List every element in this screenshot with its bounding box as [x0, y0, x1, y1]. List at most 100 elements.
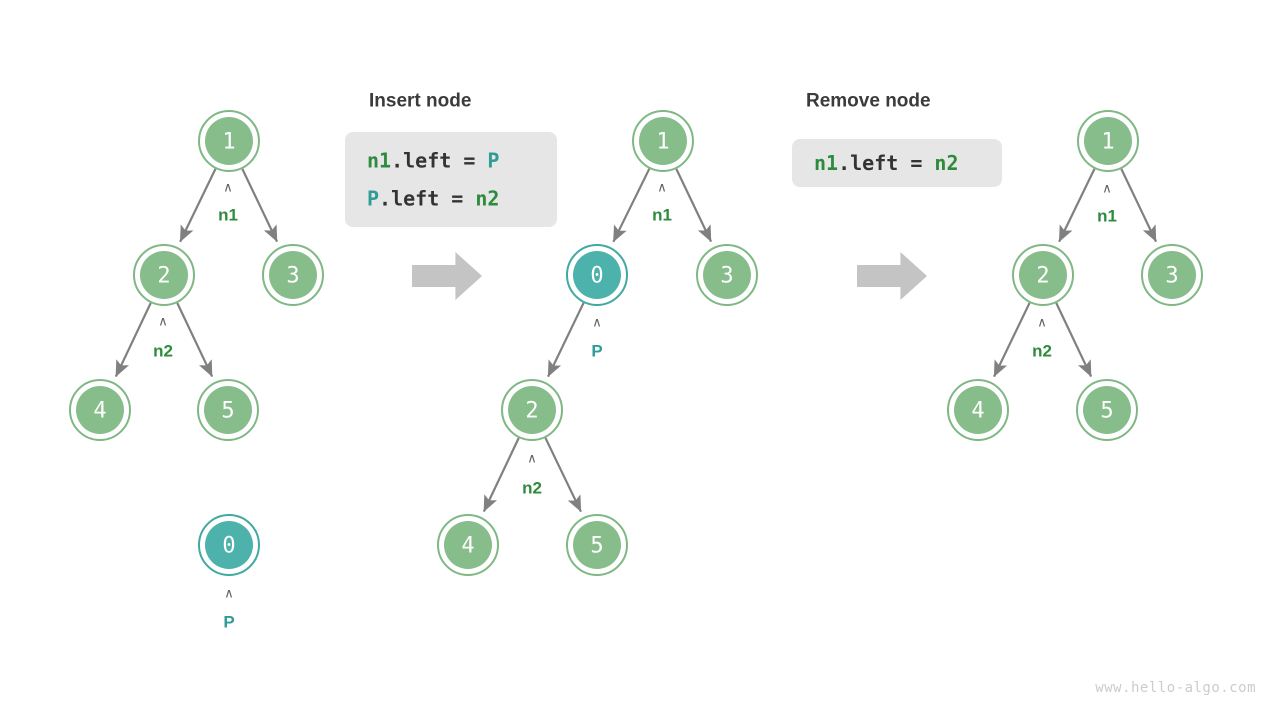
node-value: 0 [222, 534, 235, 559]
node-body [269, 251, 317, 299]
node-body [205, 521, 253, 569]
node-outer-ring [696, 244, 758, 306]
code-token: P [487, 149, 499, 173]
node-outer-ring [69, 379, 131, 441]
tree-node-0: 0 [566, 244, 628, 306]
node-outer-ring [198, 110, 260, 172]
node-body [573, 251, 621, 299]
node-value: 0 [590, 264, 603, 289]
node-value: 1 [222, 130, 235, 155]
pointer-label-n2: n2 [153, 342, 173, 361]
node-outer-ring [566, 244, 628, 306]
node-outer-ring [1012, 244, 1074, 306]
node-outer-ring [501, 379, 563, 441]
pointer-caret-icon: ∧ [527, 452, 537, 467]
node-value: 3 [1165, 264, 1178, 289]
pointer-label-n1: n1 [218, 206, 238, 225]
tree-edge [1055, 302, 1093, 378]
node-outer-ring [133, 244, 195, 306]
pointer-label-P: P [223, 613, 234, 632]
watermark: www.hello-algo.com [1095, 680, 1256, 696]
tree-node-1: 1 [198, 110, 260, 172]
node-value: 1 [1101, 130, 1114, 155]
node-value: 5 [221, 399, 234, 424]
code-box-insert [345, 132, 557, 227]
node-value: 5 [1100, 399, 1113, 424]
node-body [1084, 117, 1132, 165]
node-body [508, 386, 556, 434]
pointer-caret-icon: ∧ [592, 316, 602, 331]
tree-edge [544, 437, 582, 513]
tree-edge [547, 302, 585, 378]
tree-edge [482, 437, 520, 513]
code-token: .left = [391, 149, 487, 173]
tree-edge [612, 168, 651, 243]
pointer-label-n2: n2 [522, 479, 542, 498]
tree-node-4: 4 [437, 514, 499, 576]
node-body [1019, 251, 1067, 299]
tree-node-3: 3 [1141, 244, 1203, 306]
tree-edge [179, 168, 217, 243]
node-outer-ring [566, 514, 628, 576]
code-line: n1.left = n2 [814, 151, 959, 175]
node-body [76, 386, 124, 434]
node-outer-ring [632, 110, 694, 172]
node-outer-ring [262, 244, 324, 306]
node-body [954, 386, 1002, 434]
code-token: .left = [379, 187, 475, 211]
node-outer-ring [197, 379, 259, 441]
tree-edge [1120, 168, 1158, 243]
tree-node-1: 1 [632, 110, 694, 172]
pointer-labels-layer: ∧n1∧n2∧P∧n1∧P∧n2∧n1∧n2 [153, 181, 1117, 632]
node-value: 3 [286, 264, 299, 289]
node-body [204, 386, 252, 434]
code-line: n1.left = P [367, 149, 499, 173]
pointer-label-n1: n1 [652, 206, 672, 225]
node-outer-ring [947, 379, 1009, 441]
tree-node-2: 2 [1012, 244, 1074, 306]
tree-node-5: 5 [566, 514, 628, 576]
code-token: n2 [934, 151, 958, 175]
transition-arrows-layer [412, 252, 927, 300]
code-token: n2 [475, 187, 499, 211]
node-outer-ring [1076, 379, 1138, 441]
tree-node-5: 5 [1076, 379, 1138, 441]
node-body [573, 521, 621, 569]
node-value: 2 [525, 399, 538, 424]
section-title-remove: Remove node [806, 91, 931, 112]
transition-arrow-2 [857, 252, 927, 300]
node-value: 3 [720, 264, 733, 289]
pointer-caret-icon: ∧ [657, 181, 667, 196]
pointer-caret-icon: ∧ [158, 315, 168, 330]
pointer-label-P: P [591, 342, 602, 361]
tree-edge [1058, 168, 1096, 243]
node-value: 4 [93, 399, 106, 424]
tree-node-1: 1 [1077, 110, 1139, 172]
tree-edges-layer [114, 168, 1158, 513]
node-outer-ring [1141, 244, 1203, 306]
tree-node-4: 4 [947, 379, 1009, 441]
code-box-remove [792, 139, 1002, 187]
tree-node-5: 5 [197, 379, 259, 441]
tree-edge [114, 302, 152, 378]
node-value: 5 [590, 534, 603, 559]
node-value: 4 [461, 534, 474, 559]
tree-node-3: 3 [696, 244, 758, 306]
pointer-caret-icon: ∧ [1102, 182, 1112, 197]
node-body [639, 117, 687, 165]
node-body [205, 117, 253, 165]
node-value: 2 [157, 264, 170, 289]
node-value: 1 [656, 130, 669, 155]
section-title-insert: Insert node [369, 91, 471, 112]
code-token: n1 [814, 151, 838, 175]
node-body [1083, 386, 1131, 434]
node-value: 4 [971, 399, 984, 424]
tree-node-2: 2 [501, 379, 563, 441]
pointer-caret-icon: ∧ [224, 587, 234, 602]
node-value: 2 [1036, 264, 1049, 289]
node-body [140, 251, 188, 299]
tree-node-0: 0 [198, 514, 260, 576]
